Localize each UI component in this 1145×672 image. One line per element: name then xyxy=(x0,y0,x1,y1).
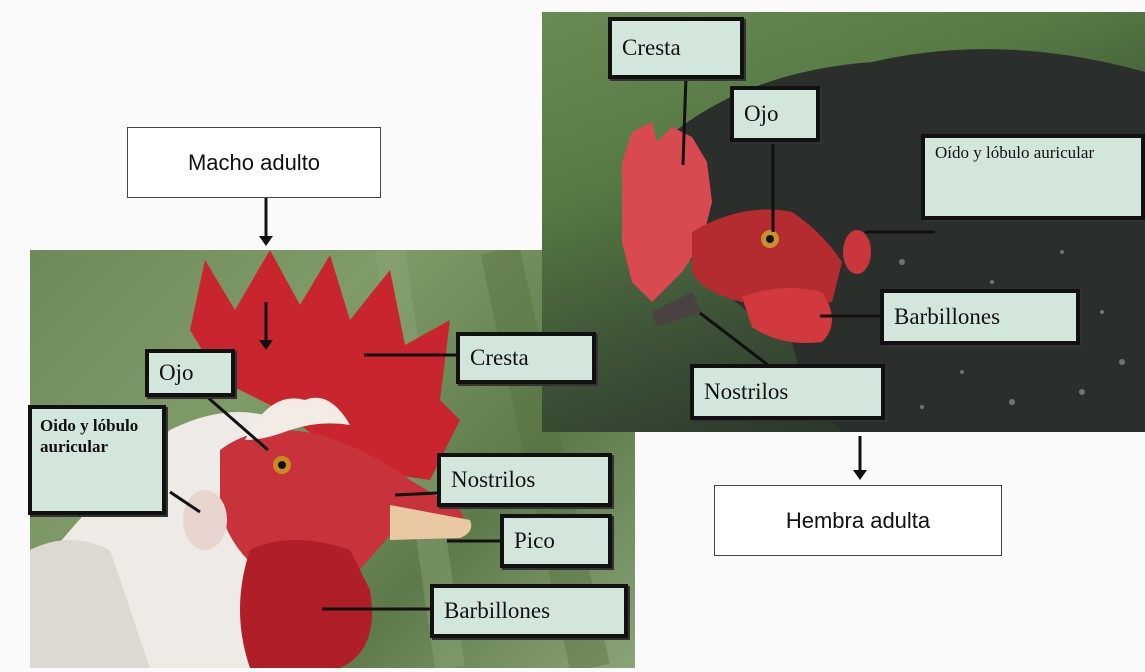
hen-label-ojo: Ojo xyxy=(730,86,820,142)
rooster-label-barbillones: Barbillones xyxy=(430,584,628,638)
hen-beak xyxy=(652,292,702,327)
hen-label-cresta: Cresta xyxy=(608,17,744,79)
rooster-label-cresta: Cresta xyxy=(456,332,596,384)
rooster-label-ojo: Ojo xyxy=(145,349,235,397)
rooster-label-nostrilos: Nostrilos xyxy=(437,453,612,507)
rooster-label-pico-text: Pico xyxy=(514,528,555,553)
rooster-label-oido: Oido y lóbulo auricular xyxy=(28,405,166,515)
hen-wattle xyxy=(742,288,832,343)
rooster-label-ojo-text: Ojo xyxy=(159,360,194,385)
hen-label-oido-text: Oído y lóbulo auricular xyxy=(935,143,1095,162)
hen-label-nostrilos-text: Nostrilos xyxy=(704,379,789,404)
rooster-label-nostrilos-text: Nostrilos xyxy=(451,467,536,492)
hen-comb xyxy=(622,122,712,302)
hen-title: Hembra adulta xyxy=(714,485,1002,556)
rooster-comb xyxy=(190,250,460,480)
rooster-label-cresta-text: Cresta xyxy=(470,345,529,370)
hen-label-barbillones: Barbillones xyxy=(880,289,1080,345)
hen-label-cresta-text: Cresta xyxy=(622,35,681,60)
rooster-title: Macho adulto xyxy=(127,127,381,198)
hen-label-barbillones-text: Barbillones xyxy=(894,304,1001,329)
rooster-beak xyxy=(390,505,472,540)
hen-label-ojo-text: Ojo xyxy=(744,101,779,126)
hen-label-nostrilos: Nostrilos xyxy=(690,364,885,420)
rooster-label-barbillones-text: Barbillones xyxy=(444,598,551,623)
hen-label-oido: Oído y lóbulo auricular xyxy=(921,134,1145,220)
rooster-wattle xyxy=(240,540,372,668)
rooster-label-pico: Pico xyxy=(500,514,612,568)
rooster-label-oido-text: Oido y lóbulo auricular xyxy=(40,416,139,456)
